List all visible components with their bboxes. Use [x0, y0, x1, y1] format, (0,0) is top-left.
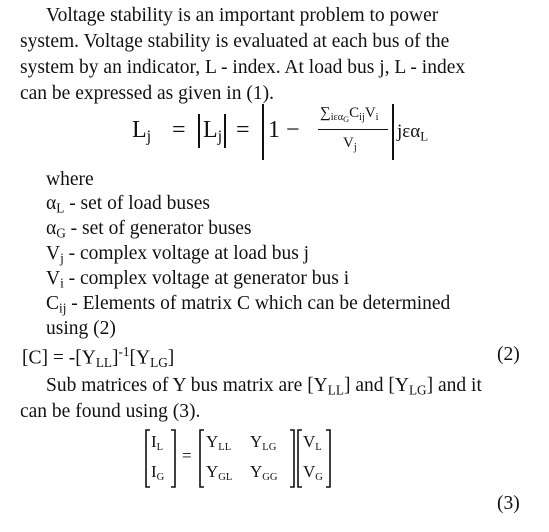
eq1-abs-bar	[392, 104, 394, 160]
eq3-m12: YLG	[250, 432, 277, 454]
eq1-abs-inner: Lj	[203, 117, 223, 146]
eq3-equals: =	[182, 446, 192, 465]
equation-3-number: (3)	[497, 493, 520, 514]
paragraph-1-line-2: system. Voltage stability is evaluated a…	[20, 31, 450, 52]
eq1-one-minus: 1 −	[268, 117, 300, 143]
eq1-denominator: Vj	[343, 135, 357, 153]
eq1-fraction-bar	[318, 129, 388, 131]
paragraph-1-line-1: Voltage stability is an important proble…	[46, 5, 439, 26]
equation-2-number: (2)	[497, 344, 520, 365]
definition-vi: Vi - complex voltage at generator bus i	[46, 268, 350, 291]
eq3-vec-l: IL	[151, 432, 164, 454]
eq1-abs-bar	[198, 114, 200, 148]
definition-alpha-g: αG - set of generator buses	[46, 218, 252, 241]
eq3-m11: YLL	[206, 432, 232, 454]
eq1-abs-bar	[224, 114, 226, 148]
definition-vj: Vj - complex voltage at load bus j	[46, 243, 310, 266]
paragraph-2-line-2: can be found using (3).	[20, 401, 201, 422]
eq1-lhs: Lj	[132, 117, 152, 146]
eq3-v1: VL	[303, 432, 322, 454]
eq1-numerator: ∑iεαGCijVi	[320, 105, 379, 124]
paragraph-2-line-1: Sub matrices of Y bus matrix are [YLL] a…	[46, 375, 482, 398]
eq3-v2: VG	[303, 462, 323, 484]
equation-2: [C] = -[YLL]-1[YLG]	[22, 344, 175, 370]
definition-cij: Cij - Elements of matrix C which can be …	[46, 293, 451, 316]
paragraph-1-line-3: system by an indicator, L - index. At lo…	[20, 57, 466, 78]
eq3-m22: YGG	[250, 462, 278, 484]
eq1-equals-2: =	[236, 117, 250, 143]
eq1-equals-1: =	[172, 117, 186, 143]
eq1-domain: jεαL	[397, 121, 429, 144]
eq1-abs-bar	[262, 104, 264, 160]
where-label: where	[46, 169, 94, 190]
equation-1: Lj = Lj = 1 − ∑iεαGCijVi Vj jεαL	[0, 0, 549, 170]
eq3-vec-g: IG	[151, 462, 165, 484]
definition-alpha-l: αL - set of load buses	[46, 193, 210, 216]
definition-cij-continued: using (2)	[46, 318, 116, 339]
eq3-m21: YGL	[206, 462, 233, 484]
paragraph-1-line-4: can be expressed as given in (1).	[20, 83, 274, 104]
